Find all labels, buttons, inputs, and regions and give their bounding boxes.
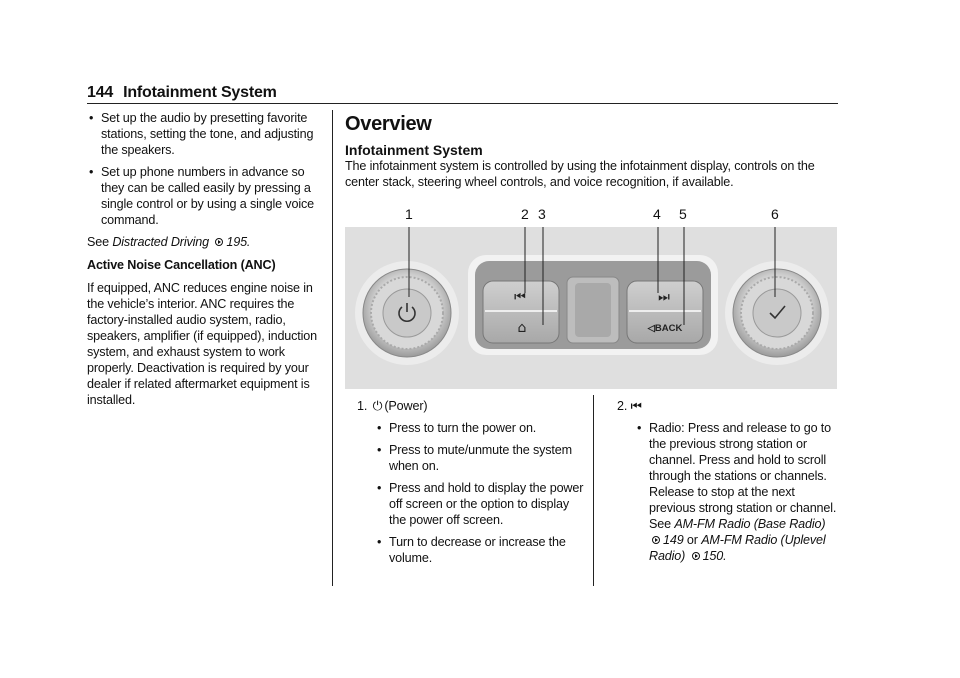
distracted-driving-link[interactable]: Distracted Driving: [112, 235, 210, 249]
power-icon: [398, 306, 416, 322]
callout-4: 4: [653, 206, 661, 222]
list-item: Set up phone numbers in advance so they …: [87, 164, 327, 228]
controls-figure: ⏮ ⌂ ⏭ ◁BACK: [345, 227, 837, 389]
callout-3: 3: [538, 206, 546, 222]
back-label: ◁BACK: [647, 323, 683, 334]
page-arrow-icon: [652, 536, 660, 544]
section-title: Infotainment System: [123, 84, 277, 101]
list-item: Press and hold to display the power off …: [375, 480, 587, 528]
item-1-heading: 1. ⏻(Power): [357, 398, 587, 414]
power-icon: ⏻: [372, 399, 383, 413]
left-column: Set up the audio by presetting favorite …: [87, 110, 327, 415]
infotainment-subtitle: Infotainment System: [345, 142, 483, 158]
callout-numbers: 1 2 3 4 5 6: [345, 206, 837, 226]
see-prefix: See: [87, 235, 109, 249]
am-fm-base-link[interactable]: AM-FM Radio (Base Radio): [674, 517, 826, 531]
list-item: Turn to decrease or increase the volume.: [375, 534, 587, 566]
next-back-button[interactable]: ⏭ ◁BACK: [626, 280, 704, 344]
item-2-heading: 2. ⏮: [617, 398, 839, 414]
list-item: Radio: Press and release to go to the pr…: [635, 420, 839, 564]
select-knob[interactable]: [725, 261, 829, 365]
home-icon: ⌂: [518, 320, 527, 336]
item-1-column: 1. ⏻(Power) Press to turn the power on. …: [357, 398, 587, 572]
see-reference: See Distracted Driving 195.: [87, 234, 327, 250]
column-divider: [332, 110, 333, 586]
callout-6: 6: [771, 206, 779, 222]
page-arrow-icon: [215, 238, 224, 246]
item-number: 1.: [357, 399, 368, 413]
item-label: (Power): [384, 399, 428, 413]
list-item: Set up the audio by presetting favorite …: [87, 110, 327, 158]
list-item: Press to mute/unmute the system when on.: [375, 442, 587, 474]
power-knob[interactable]: [355, 261, 459, 365]
or-text: or: [686, 533, 698, 547]
callout-1: 1: [405, 206, 413, 222]
anc-heading: Active Noise Cancellation (ANC): [87, 258, 276, 272]
item-2-column: 2. ⏮ Radio: Press and release to go to t…: [617, 398, 839, 570]
item-2-text: Radio: Press and release to go to the pr…: [649, 421, 837, 531]
callout-leaders: [408, 227, 776, 325]
overview-title: Overview: [345, 113, 432, 135]
previous-icon: ⏮: [630, 399, 642, 413]
header-rule: [87, 103, 838, 104]
prev-home-button[interactable]: ⏮ ⌂: [482, 280, 560, 344]
am-fm-uplevel-link[interactable]: AM-FM Radio (Uplevel Radio): [649, 533, 826, 563]
callout-2: 2: [521, 206, 529, 222]
intro-text: The infotainment system is controlled by…: [345, 159, 815, 189]
page-ref[interactable]: 150.: [702, 549, 727, 563]
list-item: Press to turn the power on.: [375, 420, 587, 436]
page-ref[interactable]: 195.: [226, 235, 251, 249]
page-ref[interactable]: 149: [663, 533, 684, 547]
item-number: 2.: [617, 399, 628, 413]
next-icon: ⏭: [658, 290, 670, 305]
callout-5: 5: [679, 206, 687, 222]
page-number: 144: [87, 84, 114, 101]
previous-icon: ⏮: [514, 290, 526, 305]
anc-text: If equipped, ANC reduces engine noise in…: [87, 281, 318, 407]
page-arrow-icon: [691, 552, 700, 560]
page-header: 144 Infotainment System: [87, 84, 277, 102]
check-icon: [769, 305, 786, 320]
column-divider: [593, 395, 594, 586]
